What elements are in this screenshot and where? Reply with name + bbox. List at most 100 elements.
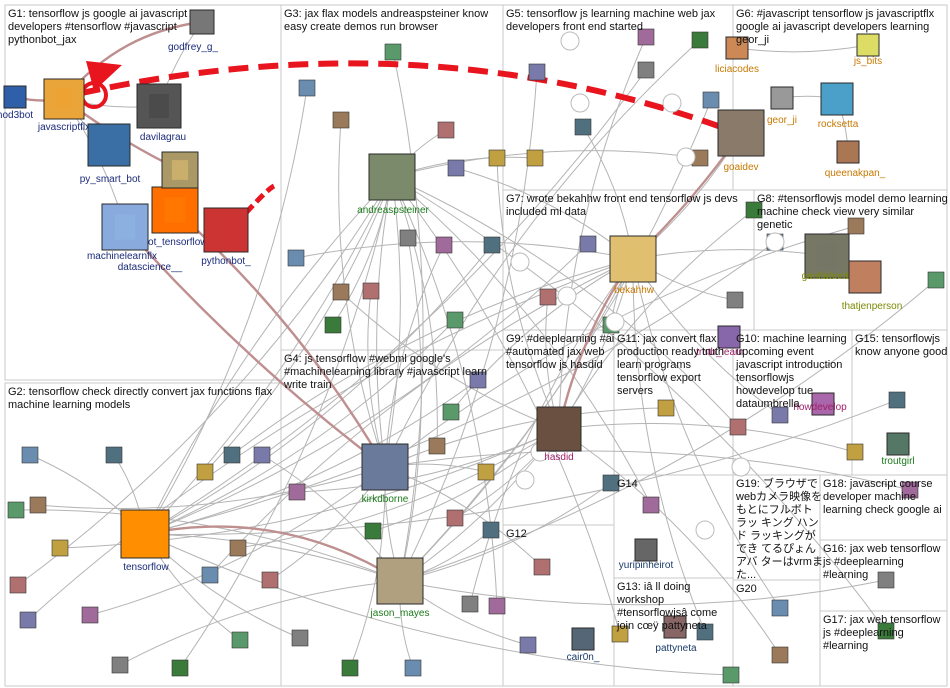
minor-node-avatar[interactable]: [611, 625, 629, 643]
minor-node-avatar[interactable]: [877, 622, 895, 640]
minor-node-avatar[interactable]: [528, 63, 546, 81]
node-pattyneta[interactable]: pattyneta: [655, 615, 697, 654]
node-datascience--[interactable]: datascience__: [118, 151, 199, 273]
minor-node-avatar[interactable]: [877, 571, 895, 589]
minor-node-avatar[interactable]: [261, 571, 279, 589]
node-nod3bot[interactable]: nod3bot: [0, 85, 33, 121]
minor-node-avatar[interactable]: [9, 576, 27, 594]
minor-node-avatar[interactable]: [696, 623, 714, 641]
minor-node-avatar[interactable]: [298, 79, 316, 97]
minor-node-avatar[interactable]: [428, 437, 446, 455]
minor-node-avatar[interactable]: [287, 249, 305, 267]
minor-node-avatar[interactable]: [19, 611, 37, 629]
node-truth-learn[interactable]: truth_learn: [696, 325, 744, 358]
minor-node-avatar[interactable]: [602, 474, 620, 492]
minor-node-avatar[interactable]: [81, 606, 99, 624]
node-howdevelop[interactable]: howdevelop: [793, 392, 847, 416]
minor-node-avatar[interactable]: [291, 629, 309, 647]
minor-node-avatar[interactable]: [332, 111, 350, 129]
minor-node-avatar[interactable]: [446, 509, 464, 527]
minor-node-avatar[interactable]: [446, 311, 464, 329]
minor-node-avatar[interactable]: [657, 399, 675, 417]
node-liciacodes[interactable]: liciacodes: [715, 36, 759, 75]
minor-node-avatar[interactable]: [579, 235, 597, 253]
minor-node-avatar[interactable]: [461, 595, 479, 613]
node-yuripinheirot[interactable]: yuripinheirot: [619, 538, 674, 571]
minor-node-avatar[interactable]: [888, 391, 906, 409]
minor-node-avatar[interactable]: [364, 522, 382, 540]
minor-node-avatar[interactable]: [771, 406, 789, 424]
minor-node-avatar[interactable]: [847, 217, 865, 235]
minor-node-avatar[interactable]: [437, 121, 455, 139]
minor-node-avatar[interactable]: [223, 446, 241, 464]
node-js-bits[interactable]: js_bits: [853, 33, 882, 67]
minor-node-avatar[interactable]: [574, 118, 592, 136]
minor-node-avatar[interactable]: [642, 496, 660, 514]
minor-node-avatar[interactable]: [482, 521, 500, 539]
minor-node-avatar[interactable]: [435, 236, 453, 254]
minor-node-avatar[interactable]: [201, 566, 219, 584]
minor-node-avatar[interactable]: [253, 446, 271, 464]
minor-node-avatar[interactable]: [637, 28, 655, 46]
minor-node-avatar[interactable]: [483, 236, 501, 254]
minor-node-avatar[interactable]: [488, 149, 506, 167]
node-javascriptflx[interactable]: javascriptflx: [37, 78, 90, 133]
node-andreaspsteiner[interactable]: andreaspsteiner: [357, 153, 430, 216]
minor-node-avatar[interactable]: [729, 418, 747, 436]
node-tensorflow[interactable]: tensorflow: [120, 509, 170, 573]
node-bekahhw[interactable]: bekahhw: [609, 235, 657, 296]
minor-node-avatar[interactable]: [447, 159, 465, 177]
node-goaidev[interactable]: goaidev: [717, 109, 765, 173]
minor-node-avatar[interactable]: [404, 659, 422, 677]
minor-node-avatar[interactable]: [927, 271, 945, 289]
node-machinelearnflx[interactable]: machinelearnflx: [87, 203, 157, 262]
minor-node-avatar[interactable]: [105, 446, 123, 464]
minor-node-avatar[interactable]: [51, 539, 69, 557]
minor-node-avatar[interactable]: [362, 282, 380, 300]
minor-node-avatar[interactable]: [846, 443, 864, 461]
minor-node-avatar[interactable]: [488, 597, 506, 615]
minor-node-avatar[interactable]: [539, 288, 557, 306]
minor-node-avatar[interactable]: [745, 201, 763, 219]
node-rocksetta[interactable]: rocksetta: [818, 82, 859, 130]
minor-node-avatar[interactable]: [526, 149, 544, 167]
minor-node-avatar[interactable]: [29, 496, 47, 514]
node-cair0n-[interactable]: cair0n_: [567, 627, 600, 663]
minor-node-avatar[interactable]: [533, 558, 551, 576]
node-pythonbot-[interactable]: pythonbot_: [201, 207, 251, 267]
minor-node-avatar[interactable]: [171, 659, 189, 677]
minor-node-avatar[interactable]: [477, 463, 495, 481]
minor-node-avatar[interactable]: [519, 636, 537, 654]
node-jason-mayes[interactable]: jason_mayes: [370, 557, 430, 619]
minor-node-avatar[interactable]: [702, 91, 720, 109]
minor-node-avatar[interactable]: [771, 599, 789, 617]
minor-node-avatar[interactable]: [771, 646, 789, 664]
minor-node-avatar[interactable]: [637, 61, 655, 79]
node-geor-ji[interactable]: geor_ji: [767, 86, 797, 126]
minor-node-avatar[interactable]: [691, 31, 709, 49]
node-hasdid[interactable]: hasdid: [536, 406, 582, 463]
node-pythonbot-tensorflow[interactable]: pythonbot_tensorflow: [112, 186, 208, 248]
node-py-smart-bot[interactable]: py_smart_bot: [80, 123, 141, 185]
node-gantlaborde[interactable]: gantlaborde: [802, 233, 855, 282]
node-queenakpan-[interactable]: queenakpan_: [825, 140, 886, 179]
node-thatjenperson[interactable]: thatjenperson: [842, 260, 903, 312]
minor-node-avatar[interactable]: [229, 539, 247, 557]
node-godfrey-g-[interactable]: godfrey_g_: [168, 9, 218, 53]
minor-node-avatar[interactable]: [341, 659, 359, 677]
minor-node-avatar[interactable]: [726, 291, 744, 309]
minor-node-avatar[interactable]: [288, 483, 306, 501]
node-davilagrau[interactable]: davilagrau: [136, 83, 186, 143]
minor-node-avatar[interactable]: [722, 666, 740, 684]
minor-node-avatar[interactable]: [399, 229, 417, 247]
minor-node-avatar[interactable]: [196, 463, 214, 481]
minor-node-avatar[interactable]: [231, 631, 249, 649]
node-troutgirl[interactable]: troutgirl: [881, 432, 915, 467]
minor-node-avatar[interactable]: [332, 283, 350, 301]
minor-node-avatar[interactable]: [901, 481, 919, 499]
minor-node-avatar[interactable]: [21, 446, 39, 464]
minor-node-avatar[interactable]: [384, 43, 402, 61]
node-kirkdborne[interactable]: kirkdborne: [361, 443, 409, 505]
minor-node-avatar[interactable]: [7, 501, 25, 519]
minor-node-avatar[interactable]: [324, 316, 342, 334]
